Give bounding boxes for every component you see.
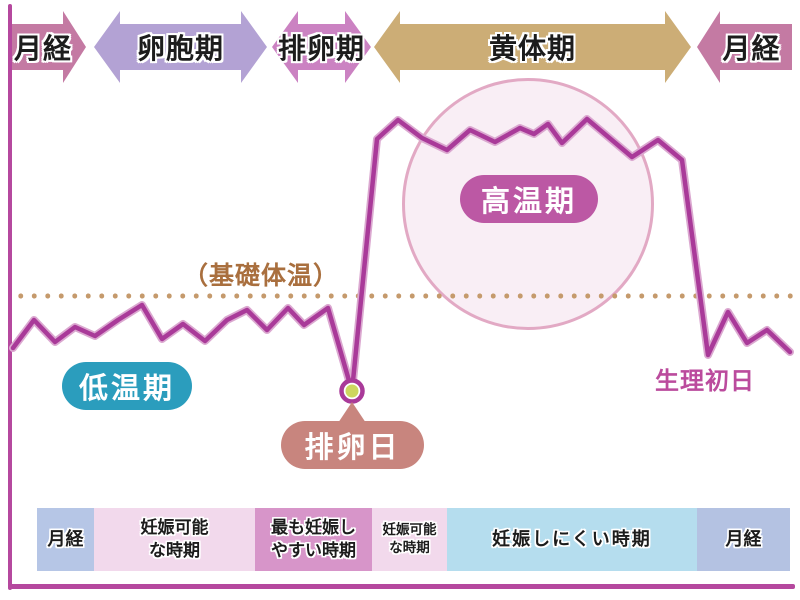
fertility-segment-infertile: 妊娠しにくい時期 <box>447 508 697 571</box>
phase-arrow-label: 卵胞期 <box>136 32 224 65</box>
fertility-segment-most-fertile: 最も妊娠し やすい時期 <box>255 508 372 571</box>
high-phase-badge: 高温期 <box>460 175 598 223</box>
temperature-line-halo <box>9 115 794 395</box>
basal-temperature-dotted-line <box>14 293 794 299</box>
low-phase-badge: 低温期 <box>62 362 192 410</box>
phase-arrow-label: 黄体期 <box>488 32 576 65</box>
baseline-label: （基礎体温） <box>183 261 340 290</box>
ovulation-dot <box>345 384 359 398</box>
fertility-segment-fertile-2: 妊娠可能 な時期 <box>372 508 447 571</box>
ovulation-dot-ring <box>339 378 365 404</box>
x-axis-line <box>8 584 795 589</box>
fertility-band: 月経 妊娠可能 な時期 最も妊娠し やすい時期 妊娠可能 な時期 妊娠しにくい時… <box>37 508 790 571</box>
phase-arrow-label: 月経 <box>722 32 781 65</box>
temperature-line <box>10 116 793 394</box>
ovulation-day-badge: 排卵日 <box>281 421 424 469</box>
phase-arrow-label: 排卵期 <box>277 32 365 65</box>
fertility-segment-menses-end: 月経 <box>697 508 790 571</box>
y-axis-line <box>8 4 12 590</box>
fertility-segment-fertile-1: 妊娠可能 な時期 <box>94 508 255 571</box>
period-first-day-label: 生理初日 <box>655 367 755 395</box>
fertility-segment-menses-start: 月経 <box>37 508 94 571</box>
phase-arrow-label: 月経 <box>13 32 72 65</box>
